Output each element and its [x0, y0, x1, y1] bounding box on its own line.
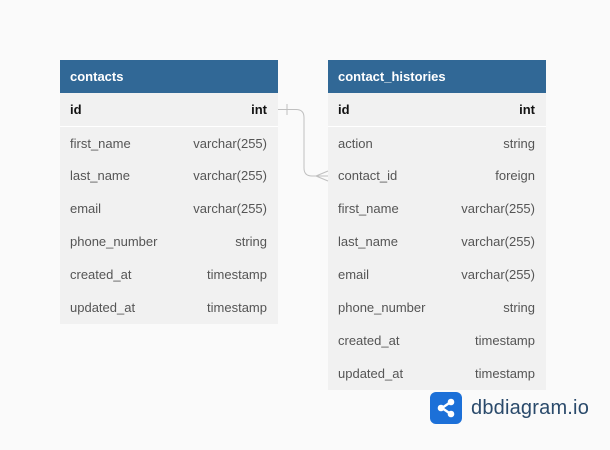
column-name: updated_at: [338, 366, 404, 381]
table-row[interactable]: phone_number string: [328, 291, 546, 324]
table-row[interactable]: first_name varchar(255): [60, 126, 278, 159]
table-row[interactable]: phone_number string: [60, 225, 278, 258]
column-name: email: [338, 267, 370, 282]
column-type: varchar(255): [461, 267, 535, 282]
table-row[interactable]: last_name varchar(255): [60, 159, 278, 192]
table-title: contact_histories: [338, 69, 446, 84]
table-row[interactable]: email varchar(255): [60, 192, 278, 225]
table-row[interactable]: last_name varchar(255): [328, 225, 546, 258]
table-row[interactable]: id int: [328, 93, 546, 126]
table-header[interactable]: contacts: [60, 60, 278, 93]
table-row[interactable]: email varchar(255): [328, 258, 546, 291]
table-contact-histories[interactable]: contact_histories id int action string conta…: [328, 60, 546, 390]
column-name: first_name: [70, 135, 131, 151]
column-type: int: [251, 102, 267, 117]
column-name: created_at: [70, 267, 132, 282]
table-title: contacts: [70, 69, 124, 84]
column-name: id: [70, 102, 82, 117]
table-row[interactable]: first_name varchar(255): [328, 192, 546, 225]
column-type: varchar(255): [193, 135, 267, 151]
column-type: string: [503, 300, 535, 315]
table-row[interactable]: updated_at timestamp: [60, 291, 278, 324]
share-nodes-icon: [430, 392, 462, 424]
table-row[interactable]: action string: [328, 126, 546, 159]
column-type: varchar(255): [461, 201, 535, 216]
column-name: last_name: [70, 168, 130, 183]
column-type: varchar(255): [193, 168, 267, 183]
table-header[interactable]: contact_histories: [328, 60, 546, 93]
column-name: email: [70, 201, 102, 216]
column-name: contact_id: [338, 168, 398, 183]
column-type: timestamp: [207, 267, 267, 282]
column-name: updated_at: [70, 300, 136, 315]
brand-name: dbdiagram.io: [471, 396, 590, 419]
column-type: int: [519, 102, 535, 117]
column-type: string: [503, 135, 535, 151]
column-type: varchar(255): [461, 234, 535, 249]
table-row[interactable]: created_at timestamp: [60, 258, 278, 291]
column-type: varchar(255): [193, 201, 267, 216]
column-type: timestamp: [475, 333, 535, 348]
table-row[interactable]: contact_id foreign: [328, 159, 546, 192]
relationship-line: [278, 109, 328, 177]
column-name: phone_number: [70, 234, 158, 249]
column-type: foreign: [495, 168, 535, 183]
table-rows: id int action string contact_id foreign first_…: [328, 93, 546, 390]
column-type: timestamp: [475, 366, 535, 381]
brand-logo[interactable]: dbdiagram.io: [430, 392, 589, 424]
table-row[interactable]: created_at timestamp: [328, 324, 546, 357]
column-name: id: [338, 102, 350, 117]
column-name: phone_number: [338, 300, 426, 315]
table-row[interactable]: id int: [60, 93, 278, 126]
column-name: last_name: [338, 234, 398, 249]
column-name: created_at: [338, 333, 400, 348]
column-name: action: [338, 135, 373, 151]
table-row[interactable]: updated_at timestamp: [328, 357, 546, 390]
many-cardinality-marker-lower: [315, 175, 329, 182]
column-name: first_name: [338, 201, 399, 216]
column-type: string: [235, 234, 267, 249]
column-type: timestamp: [207, 300, 267, 315]
many-cardinality-marker-upper: [315, 170, 329, 177]
